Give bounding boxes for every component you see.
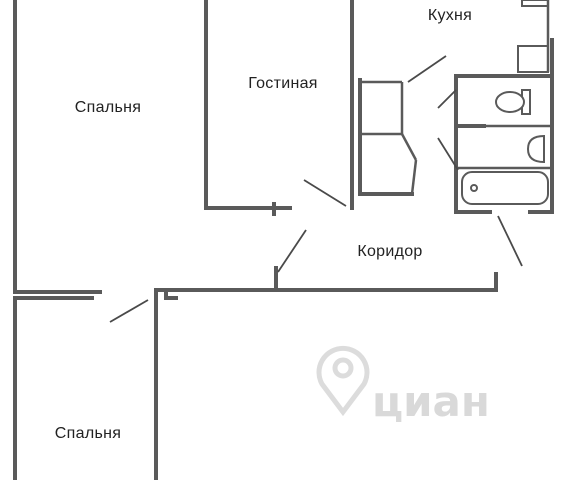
door-kitchen <box>407 55 447 83</box>
room-label-kitchen: Кухня <box>428 7 472 24</box>
door-bedroom-bottom <box>109 299 149 323</box>
toilet-icon <box>495 89 531 115</box>
door-corridor <box>277 229 307 273</box>
bedroom-top-walls <box>13 0 102 294</box>
doors <box>109 55 523 323</box>
watermark-text: циан <box>372 377 490 426</box>
room-label-corridor: Коридор <box>357 243 422 260</box>
room-label-bedroom-bottom: Спальня <box>55 425 121 442</box>
bedroom-bottom-walls <box>13 288 158 480</box>
sink-icon <box>526 134 545 164</box>
watermark: циан <box>316 345 490 426</box>
bathroom-block <box>454 38 554 214</box>
door-bath-swing <box>497 215 523 267</box>
corridor-bottom-wall <box>154 266 498 300</box>
bathtub-icon <box>461 171 549 205</box>
living-room-walls <box>204 0 354 216</box>
door-bathroom <box>437 137 459 171</box>
room-label-living-room: Гостиная <box>248 75 318 92</box>
location-pin-icon <box>316 345 370 417</box>
kitchen-counter <box>517 0 550 73</box>
door-toilet <box>437 89 457 109</box>
closet <box>358 78 418 196</box>
room-label-bedroom-top: Спальня <box>75 99 141 116</box>
door-living-room <box>303 179 347 207</box>
